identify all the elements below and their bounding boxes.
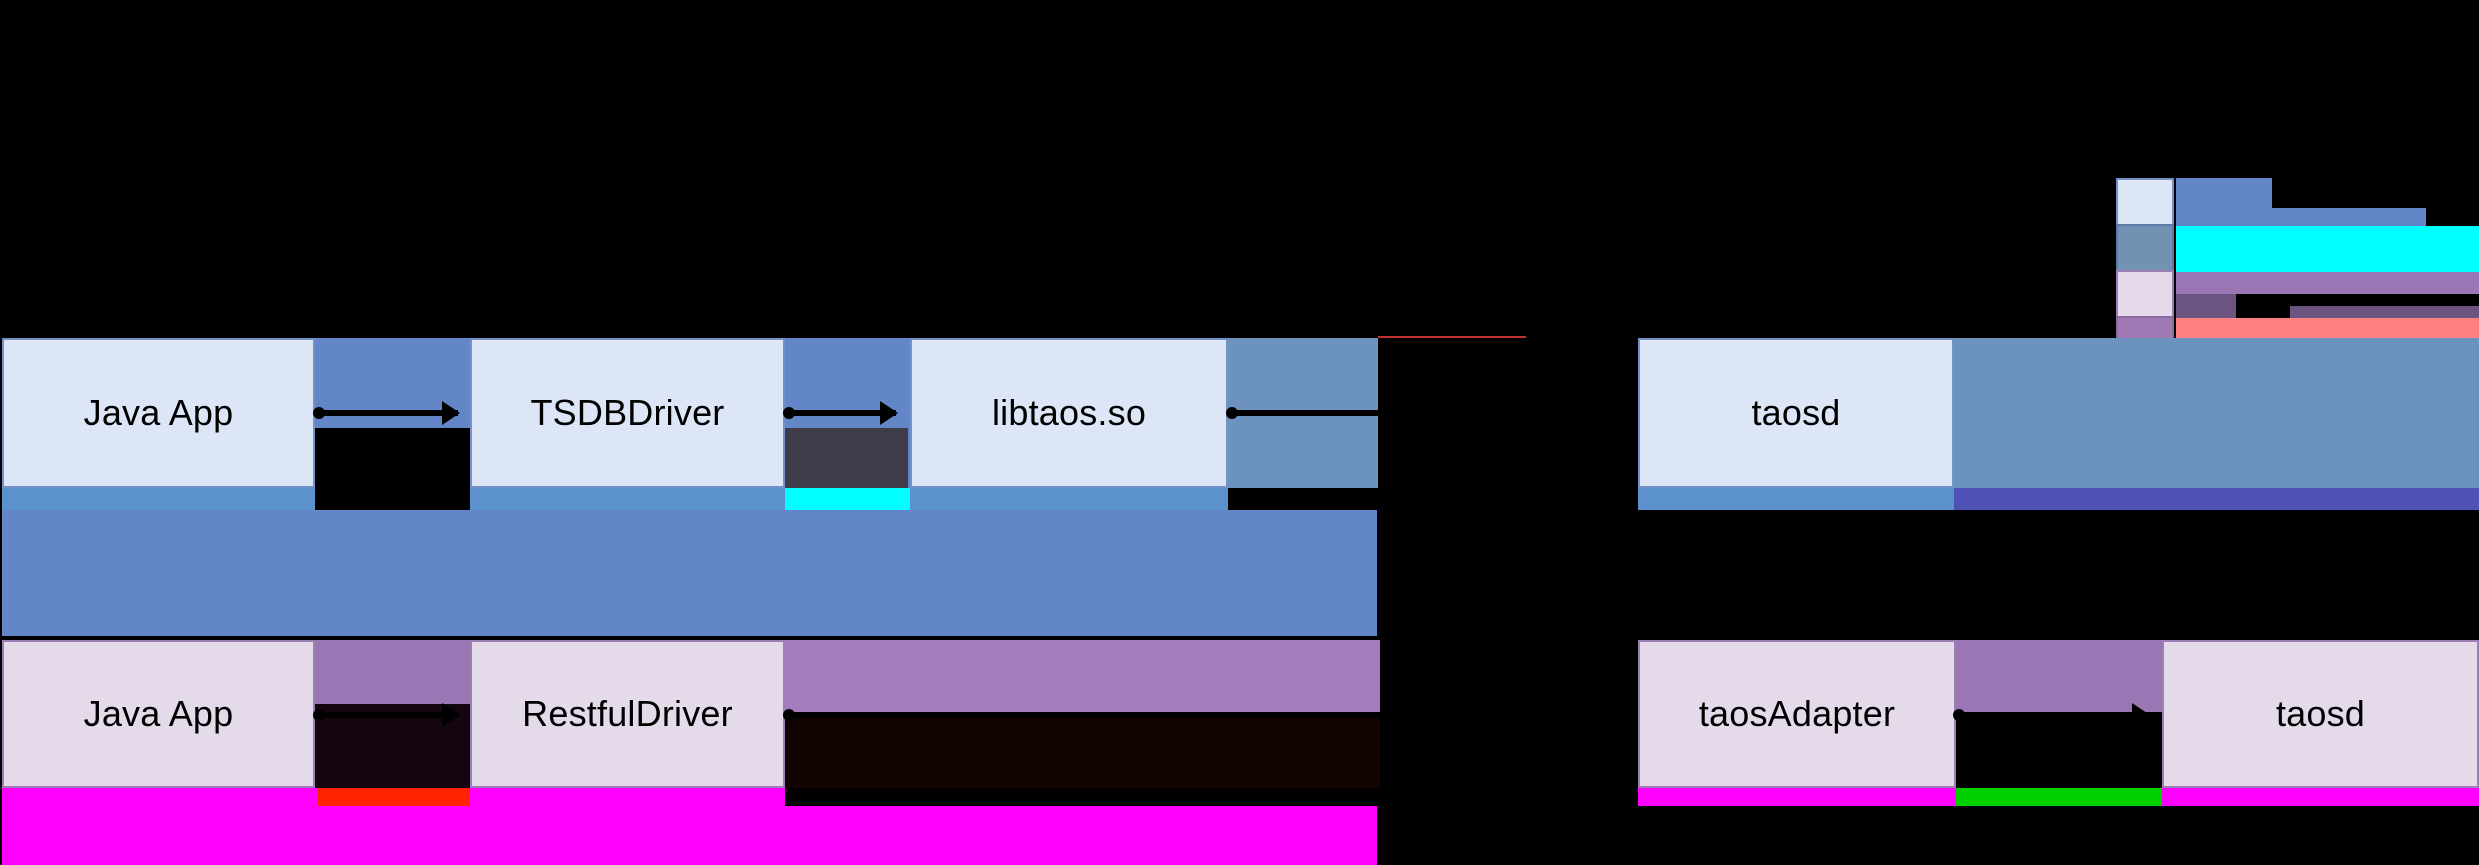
rest-row-accent-red bbox=[318, 788, 470, 806]
node-taosd-native[interactable]: taosd bbox=[1638, 338, 1954, 488]
arrow-javaapp-to-tsdbdriver bbox=[313, 401, 460, 425]
arrow-tsdbdriver-to-libtaos bbox=[783, 401, 898, 425]
node-label: Java App bbox=[83, 693, 234, 734]
rest-row-accent-magenta-b bbox=[470, 788, 785, 806]
legend-label-redaction-1 bbox=[2176, 178, 2272, 208]
native-row-accent-strip-2 bbox=[470, 488, 785, 510]
rest-row-accent-magenta-d bbox=[2162, 788, 2479, 806]
node-taosd-rest[interactable]: taosd bbox=[2162, 640, 2479, 788]
native-row-accent-strip-5 bbox=[1954, 488, 2479, 510]
native-arrow-shadow-block-2 bbox=[315, 428, 470, 506]
arrow-restfuldriver-to-taosadapter bbox=[783, 703, 1628, 727]
arrow-libtaos-to-taosd bbox=[1226, 401, 1625, 425]
legend-label-redaction-1b bbox=[2176, 208, 2426, 226]
rest-row-accent-magenta-c bbox=[1638, 788, 1956, 806]
node-label: taosAdapter bbox=[1698, 693, 1896, 734]
node-label: taosd bbox=[1751, 392, 1841, 433]
native-wide-band bbox=[2, 510, 1377, 636]
rest-arrow-shadow-block-b bbox=[785, 712, 1380, 788]
node-restful-driver[interactable]: RestfulDriver bbox=[470, 640, 785, 788]
arrow-javaapp-to-restfuldriver bbox=[313, 703, 460, 727]
node-java-app-rest[interactable]: Java App bbox=[2, 640, 315, 788]
rest-arrow-shadow-block-c bbox=[1954, 712, 2162, 788]
node-label: RestfulDriver bbox=[522, 693, 733, 734]
legend-swatch-1 bbox=[2116, 178, 2174, 226]
legend-label-redaction-3b bbox=[2176, 294, 2236, 318]
legend-swatch-3 bbox=[2116, 270, 2174, 318]
legend-label-redaction-2 bbox=[2176, 226, 2479, 272]
legend-swatch-2 bbox=[2116, 224, 2174, 272]
node-label: taosd bbox=[2275, 693, 2366, 734]
native-row-segment-d bbox=[1954, 338, 2479, 488]
rest-wide-band bbox=[2, 806, 1377, 865]
node-label: TSDBDriver bbox=[530, 392, 725, 433]
rest-row-accent-magenta-a bbox=[2, 788, 318, 806]
node-label: libtaos.so bbox=[991, 392, 1147, 433]
node-taos-adapter[interactable]: taosAdapter bbox=[1638, 640, 1956, 788]
node-libtaos-so[interactable]: libtaos.so bbox=[910, 338, 1228, 488]
native-row-accent-strip bbox=[2, 488, 315, 510]
legend-label-redaction-3 bbox=[2176, 272, 2479, 294]
native-row-accent-strip-4 bbox=[1638, 488, 1954, 510]
native-row-hairline-red bbox=[1378, 336, 1526, 338]
node-java-app-native[interactable]: Java App bbox=[2, 338, 315, 488]
node-tsdb-driver[interactable]: TSDBDriver bbox=[470, 338, 785, 488]
native-arrow-shadow-block bbox=[785, 428, 908, 488]
native-row-accent-strip-cyan bbox=[785, 488, 910, 510]
rest-row-accent-green bbox=[1956, 788, 2162, 806]
native-row-accent-strip-3 bbox=[910, 488, 1228, 510]
arrow-taosadapter-to-taosd bbox=[1953, 703, 2150, 727]
node-label: Java App bbox=[83, 392, 234, 433]
legend-label-redaction-3c bbox=[2290, 306, 2479, 318]
